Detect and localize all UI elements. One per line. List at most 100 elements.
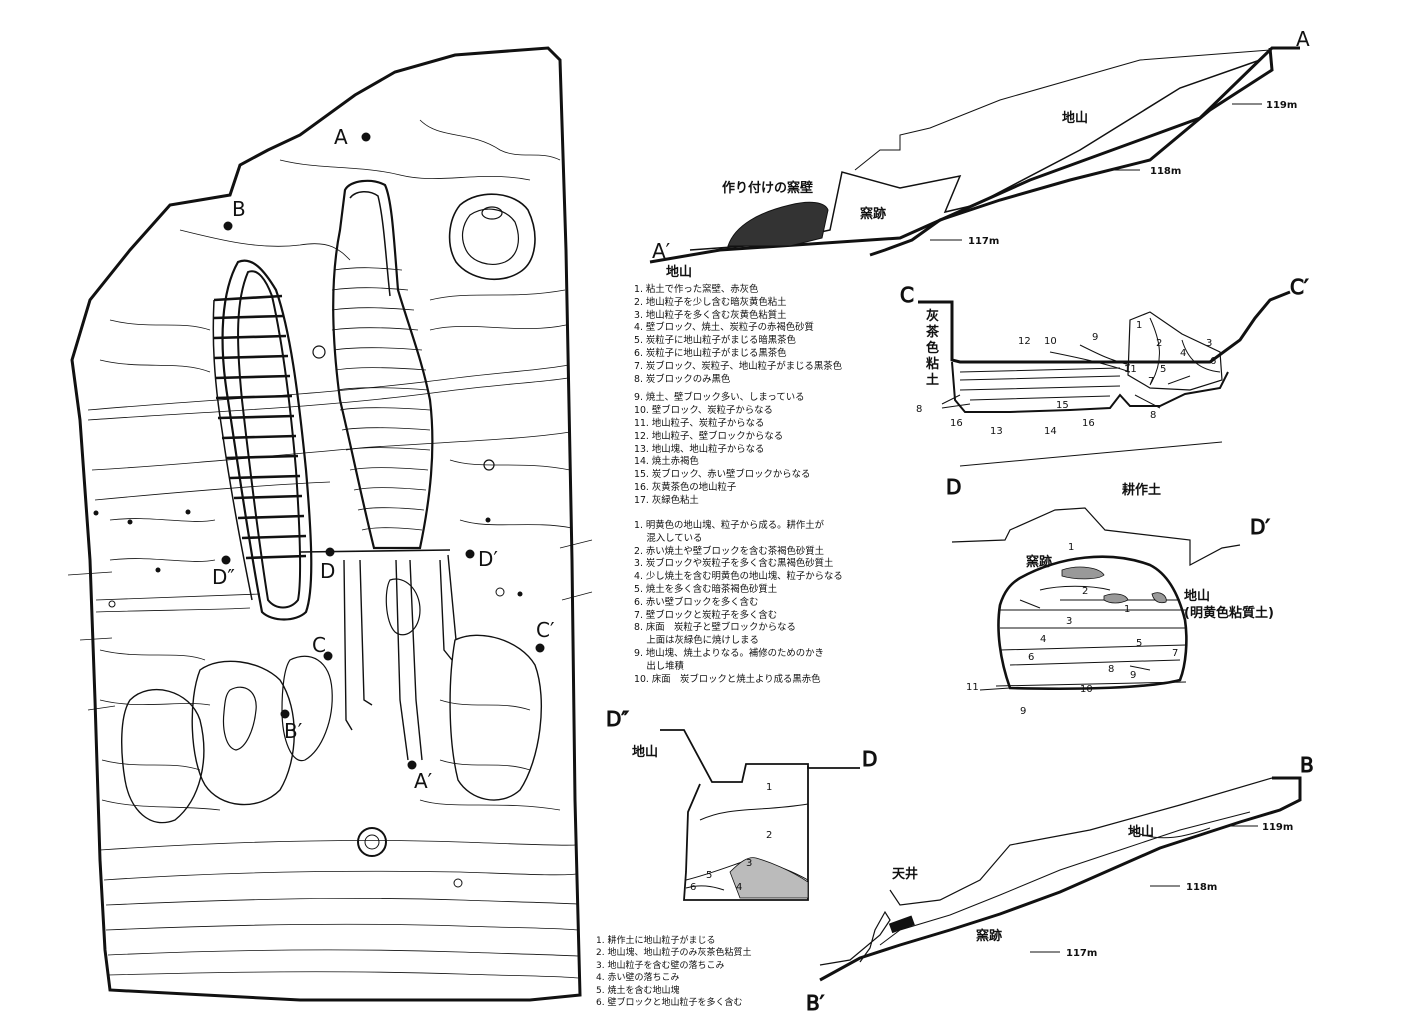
cc-layer-2: 2 [1156,338,1162,349]
plan-point-d-dprime: D″ [212,565,235,589]
dd-kiln-label: 窯跡 [1026,554,1052,570]
dd2-labels: 地山 1 2 3 4 5 6 [632,744,772,893]
dd-layer-1b: 1 [1124,604,1130,615]
dd-label-end: D′ [1250,515,1270,539]
dd-layer-5: 5 [1136,638,1142,649]
divider [959,441,1223,467]
dd2-layer-3: 3 [746,858,752,869]
cc-side-char-2: 茶 [926,324,940,340]
cc-side-char-4: 粘 [925,356,939,372]
legend-item: 13. 地山塊、地山粒子からなる [634,443,765,455]
aa-wall-label: 作り付けの窯壁 [722,180,813,196]
dd-labels: 耕作土 窯跡 地山 (明黄色粘質土) 1 2 1 3 4 5 6 7 8 9 1… [966,482,1274,717]
legend-item: 1. 耕作土に地山粒子がまじる [596,936,716,946]
dd2-layer-6: 6 [690,882,696,893]
aa-label-end: A′ [652,239,671,263]
legend-item: 7. 壁ブロックと炭粒子を多く含む [634,609,778,621]
dd-layer-9b: 9 [1020,706,1026,717]
legend-item: 6. 赤い壁ブロックを多く含む [634,596,759,608]
legend-item: 2. 赤い焼土や壁ブロックを含む茶褐色砂質土 [634,545,825,557]
bb-ceiling: 天井 [892,866,918,882]
dd-label-start: D [946,475,961,499]
cc-layer-15: 15 [1056,400,1069,411]
cc-layer-6: 6 [1210,356,1216,367]
legend-item: 10. 壁ブロック、炭粒子からなる [634,405,773,417]
plan-point-b-prime: B′ [284,719,303,743]
plan-outline [70,46,582,1002]
dd-layer-11: 11 [966,682,979,693]
dd2-layer-4: 4 [736,882,742,893]
section-dd2: D″ D [606,707,878,901]
cc-side-char-3: 色 [926,340,939,356]
cc-layer-11: 11 [1124,364,1137,375]
legend-item: 3. 炭ブロックや炭粒子を多く含む黒褐色砂質土 [634,558,834,570]
plan-point-b: B [232,197,246,221]
dd-top-label: 耕作土 [1122,482,1161,498]
section-bb: B B′ [806,753,1315,1016]
section-aa: A A′ 地山 地山 窯跡 作り付けの窯壁 119m 118m 117m [649,27,1310,280]
legend-item: 12. 地山粒子、壁ブロックからなる [634,430,784,442]
cc-layer-8a: 8 [916,404,922,415]
legend-item: 9. 地山塊、焼土よりなる。補修のためのかき [634,647,824,659]
aa-elev-118: 118m [1150,166,1181,177]
dd-chiyama-label: 地山 [1184,588,1210,604]
section-cc: C C′ [900,275,1309,413]
legend-item: 4. 少し焼土を含む明黄色の地山塊、粒子からなる [634,571,843,583]
legend-item: 7. 炭ブロック、炭粒子、地山粒子がまじる黒茶色 [634,360,842,372]
cc-layer-12: 12 [1018,336,1031,347]
legend-item: 出し堆積 [634,660,684,672]
legend-item: 5. 焼土を含む地山塊 [596,985,680,996]
dd2-layer-5: 5 [706,870,712,881]
legend-item: 14. 焼土赤褐色 [634,456,699,468]
dd-layer-4: 4 [1040,634,1046,645]
legend-item: 4. 赤い壁の落ちこみ [596,973,680,984]
cc-side-char-1: 灰 [926,308,939,324]
plan-point-a-prime: A′ [414,769,433,793]
bb-ceiling-mark [888,915,915,934]
legend-item: 1. 明黄色の地山塊、粒子から成る。耕作土が [634,520,825,531]
dd2-layer-1: 1 [766,782,772,793]
aa-chiyama-bottom: 地山 [666,264,692,280]
legend-item: 2. 地山塊、地山粒子のみ灰茶色粘質土 [596,948,752,959]
aa-label-start: A [1296,27,1310,51]
cc-layer-10: 10 [1044,336,1057,347]
cc-layer-14: 14 [1044,426,1057,437]
bb-kiln: 窯跡 [976,928,1002,944]
cc-layer-13: 13 [990,426,1003,437]
aa-elev-117: 117m [968,236,999,247]
plan-view [67,46,593,1002]
cc-layer-5: 5 [1160,364,1166,375]
cc-layer-8b: 8 [1150,410,1156,421]
cc-layer-16a: 16 [950,418,963,429]
aa-kiln-label: 窯跡 [860,206,886,222]
dd-layer-1a: 1 [1068,542,1074,553]
legend-item: 2. 地山粒子を少し含む暗灰黄色粘土 [634,296,787,308]
legend-item: 3. 地山粒子を多く含む灰黄色粘質土 [634,309,787,321]
dd-layer-2: 2 [1082,586,1088,597]
dd-layer-7: 7 [1172,648,1178,659]
dd-layer-3: 3 [1066,616,1072,627]
aa-kiln-wall-fill [727,201,829,247]
legend-item: 15. 炭ブロック、赤い壁ブロックからなる [634,469,811,481]
bb-label-start: B [1300,753,1314,777]
kiln-a-outline [332,179,434,550]
legend-item: 16. 灰黄茶色の地山粒子 [634,481,737,493]
legend-item: 混入している [634,532,703,544]
cc-layer-16b: 16 [1082,418,1095,429]
legend-item: 6. 炭粒子に地山粒子がまじる黒茶色 [634,347,787,359]
legend-item: 8. 床面 炭粒子と壁ブロックからなる [634,622,796,634]
legend-item: 3. 地山粒子を含む壁の落ちこみ [596,960,725,971]
legend-item: 8. 炭ブロックのみ黒色 [634,373,731,385]
dd2-layer-2: 2 [766,830,772,841]
cc-layer-3: 3 [1206,338,1212,349]
cc-side-char-5: 土 [926,372,939,388]
dd-layer-8: 8 [1108,664,1114,675]
plan-point-c-prime: C′ [536,618,555,642]
legend-item: 5. 焼土を多く含む暗茶褐色砂質土 [634,583,778,595]
section-dd: D D′ [946,475,1271,691]
bb-label-end: B′ [806,991,825,1015]
legend-item: 1. 粘土で作った窯壁、赤灰色 [634,284,759,295]
